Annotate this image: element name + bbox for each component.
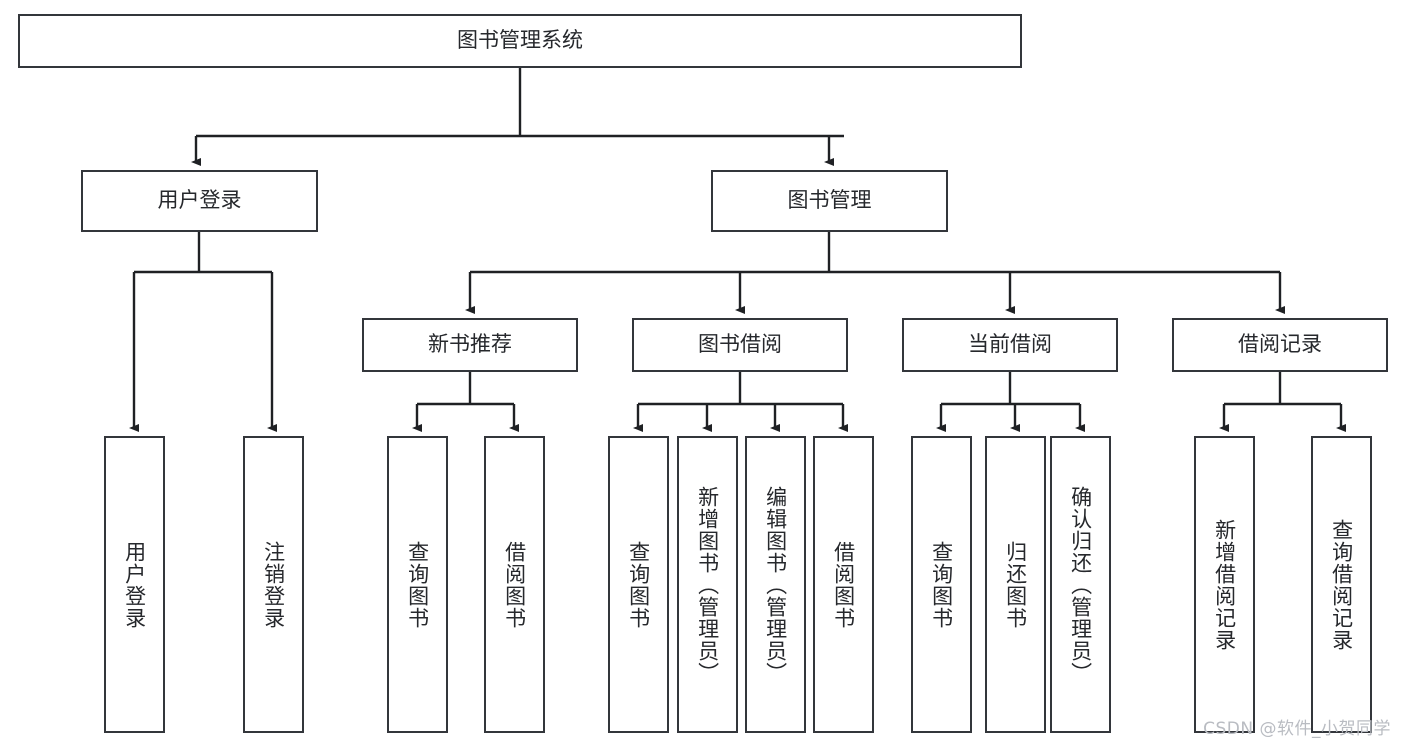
node-label: 图书借阅 [698, 332, 782, 357]
leaf-query-book-recommend[interactable]: 查询图书 [387, 436, 448, 733]
node-book-borrow[interactable]: 图书借阅 [632, 318, 848, 372]
node-new-book-recommend[interactable]: 新书推荐 [362, 318, 578, 372]
node-label: 查询图书 [626, 540, 651, 629]
leaf-add-book-admin[interactable]: 新增图书（管理员） [677, 436, 738, 733]
watermark: CSDN @软件_小贺同学 [1203, 719, 1391, 739]
leaf-query-book-borrow[interactable]: 查询图书 [608, 436, 669, 733]
node-label: 查询借阅记录 [1329, 518, 1354, 651]
leaf-return-book[interactable]: 归还图书 [985, 436, 1046, 733]
node-label: 图书管理 [787, 188, 872, 213]
leaf-user-login[interactable]: 用户登录 [104, 436, 165, 733]
node-user-login[interactable]: 用户登录 [81, 170, 318, 232]
node-borrow-record[interactable]: 借阅记录 [1172, 318, 1388, 372]
node-label: 注销登录 [261, 540, 286, 629]
node-label: 当前借阅 [968, 332, 1052, 357]
node-label: 新书推荐 [428, 332, 512, 357]
node-label: 新增图书（管理员） [695, 485, 720, 684]
leaf-query-borrow-record[interactable]: 查询借阅记录 [1311, 436, 1372, 733]
node-label: 用户登录 [122, 540, 147, 629]
leaf-borrow-book-recommend[interactable]: 借阅图书 [484, 436, 545, 733]
node-label: 借阅记录 [1238, 332, 1322, 357]
node-label: 确认归还（管理员） [1068, 485, 1093, 684]
node-label: 查询图书 [929, 540, 954, 629]
node-label: 编辑图书（管理员） [763, 485, 788, 684]
leaf-borrow-book-borrow[interactable]: 借阅图书 [813, 436, 874, 733]
node-label: 查询图书 [405, 540, 430, 629]
node-current-borrow[interactable]: 当前借阅 [902, 318, 1118, 372]
node-label: 图书管理系统 [457, 28, 583, 53]
node-book-management[interactable]: 图书管理 [711, 170, 948, 232]
node-label: 用户登录 [157, 188, 242, 213]
node-label: 归还图书 [1003, 540, 1028, 629]
node-label: 借阅图书 [831, 540, 856, 629]
leaf-query-book-current[interactable]: 查询图书 [911, 436, 972, 733]
node-label: 借阅图书 [502, 540, 527, 629]
node-book-management-system[interactable]: 图书管理系统 [18, 14, 1022, 68]
leaf-edit-book-admin[interactable]: 编辑图书（管理员） [745, 436, 806, 733]
leaf-confirm-return-admin[interactable]: 确认归还（管理员） [1050, 436, 1111, 733]
leaf-user-logout[interactable]: 注销登录 [243, 436, 304, 733]
leaf-add-borrow-record[interactable]: 新增借阅记录 [1194, 436, 1255, 733]
node-label: 新增借阅记录 [1212, 518, 1237, 651]
